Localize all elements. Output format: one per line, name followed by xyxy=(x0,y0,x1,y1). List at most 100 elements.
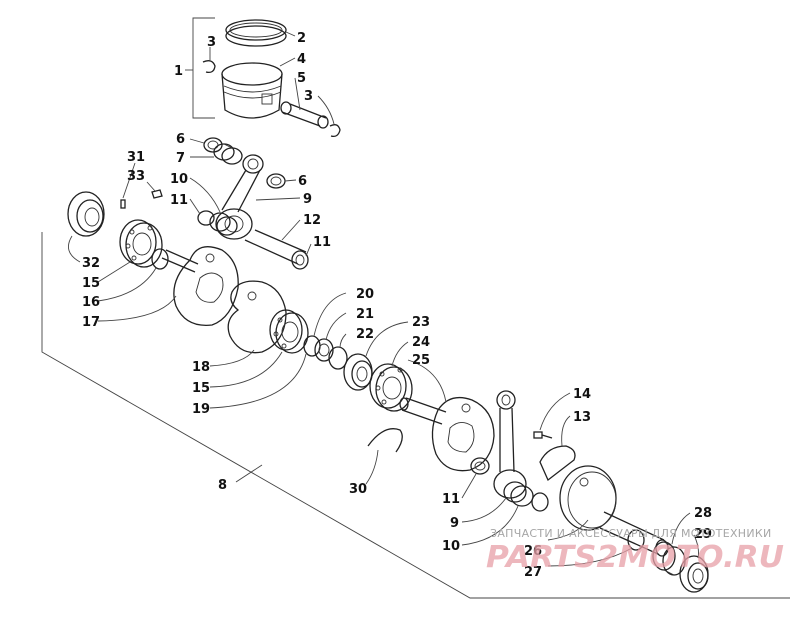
callout-18: 18 xyxy=(192,360,210,375)
callout-11a: 11 xyxy=(170,193,188,208)
callout-21: 21 xyxy=(356,307,374,322)
callout-6a: 6 xyxy=(176,132,185,147)
leader-26 xyxy=(547,519,589,541)
leader-20 xyxy=(313,292,347,337)
thrust-washer-upper xyxy=(203,137,223,153)
leader-17 xyxy=(97,295,177,322)
callout-14: 14 xyxy=(573,387,591,402)
callout-6b: 6 xyxy=(298,174,307,189)
callout-3b: 3 xyxy=(304,89,313,104)
leader-11b xyxy=(305,243,312,257)
screw xyxy=(533,431,553,439)
connecting-rod xyxy=(215,154,264,240)
leader-9a xyxy=(255,197,301,201)
retaining-ring xyxy=(367,428,403,453)
leader-9b xyxy=(461,497,507,523)
leader-29 xyxy=(693,534,699,559)
leader-6a xyxy=(189,138,205,144)
callout-3a: 3 xyxy=(207,35,216,50)
callout-11b: 11 xyxy=(313,235,331,250)
callout-25: 25 xyxy=(412,353,430,368)
leader-27 xyxy=(547,547,633,567)
washer-lower-right xyxy=(531,492,549,512)
callout-4: 4 xyxy=(297,52,306,67)
leader-10b xyxy=(461,505,519,546)
callout-7: 7 xyxy=(176,151,185,166)
big-end-bearing-upper xyxy=(209,212,238,236)
big-end-bearing-lower xyxy=(503,481,534,507)
crank-pin xyxy=(244,229,309,270)
callout-20: 20 xyxy=(356,287,374,302)
piston-pin xyxy=(280,101,329,129)
callout-11c: 11 xyxy=(442,492,460,507)
leader-13 xyxy=(561,415,571,447)
callout-12: 12 xyxy=(303,213,321,228)
leader-24 xyxy=(391,341,409,367)
callout-5: 5 xyxy=(297,71,306,86)
leader-21 xyxy=(325,312,347,341)
ring-22 xyxy=(328,346,348,370)
crank-half-left xyxy=(161,246,239,327)
callout-24: 24 xyxy=(412,335,430,350)
callout-26: 26 xyxy=(524,544,542,559)
washer-11-lower xyxy=(470,457,490,475)
callout-1: 1 xyxy=(174,64,183,79)
callout-32: 32 xyxy=(82,256,100,271)
callout-19: 19 xyxy=(192,402,210,417)
leader-25 xyxy=(407,359,447,403)
spacer-ring xyxy=(151,248,169,270)
counterweight xyxy=(227,280,287,354)
leader-32 xyxy=(67,235,81,263)
callout-labels: 1 2 3 3 4 5 6 7 6 10 11 9 12 11 31 33 32… xyxy=(82,31,712,580)
callout-22: 22 xyxy=(356,327,374,342)
callout-17: 17 xyxy=(82,315,100,330)
ring-20 xyxy=(303,335,321,357)
piston-rings xyxy=(225,19,287,47)
leader-2 xyxy=(285,31,296,37)
washer-11-upper xyxy=(197,210,215,226)
callout-30: 30 xyxy=(349,482,367,497)
labyrinth-seal xyxy=(343,353,373,391)
leader-16 xyxy=(97,267,157,302)
callout-8: 8 xyxy=(218,478,227,493)
callout-10a: 10 xyxy=(170,172,188,187)
callout-10b: 10 xyxy=(442,539,460,554)
output-crank-disc xyxy=(559,465,669,557)
crankshaft-group-bracket xyxy=(41,232,790,599)
leader-22 xyxy=(339,333,347,349)
callout-31: 31 xyxy=(127,150,145,165)
watermark-brand: PARTS2MOTO.RU xyxy=(486,540,784,575)
callout-16: 16 xyxy=(82,295,100,310)
callout-9a: 9 xyxy=(303,192,312,207)
oil-seal-left xyxy=(67,191,105,237)
callout-2: 2 xyxy=(297,31,306,46)
leader-15a xyxy=(97,261,131,283)
dowel-pin xyxy=(120,199,126,209)
ring-21 xyxy=(314,338,334,362)
callout-15a: 15 xyxy=(82,276,100,291)
leader-5 xyxy=(294,77,301,111)
leader-4 xyxy=(279,57,296,67)
oil-seal-right xyxy=(679,555,709,593)
thrust-washer-right xyxy=(266,173,286,189)
leader-11c xyxy=(461,473,477,499)
leader-18 xyxy=(209,349,255,367)
callout-13: 13 xyxy=(573,410,591,425)
callout-29: 29 xyxy=(694,527,712,542)
leader-15b xyxy=(209,351,283,388)
leader-6b xyxy=(284,179,297,182)
woodruff-key xyxy=(151,189,163,199)
leader-11a xyxy=(189,198,201,215)
leader-3b xyxy=(317,95,335,125)
callout-23: 23 xyxy=(412,315,430,330)
leader-12 xyxy=(281,219,301,241)
callout-33: 33 xyxy=(127,169,145,184)
watermark-caption: ЗАПЧАСТИ И АКСЕССУАРЫ ДЛЯ МОТОТЕХНИКИ xyxy=(490,527,772,540)
leader-30 xyxy=(365,449,379,485)
small-end-bearing xyxy=(213,143,243,165)
watermark: ЗАПЧАСТИ И АКСЕССУАРЫ ДЛЯ МОТОТЕХНИКИ PA… xyxy=(486,527,784,575)
main-bearing-right xyxy=(369,363,413,412)
spacer-27 xyxy=(627,529,645,551)
